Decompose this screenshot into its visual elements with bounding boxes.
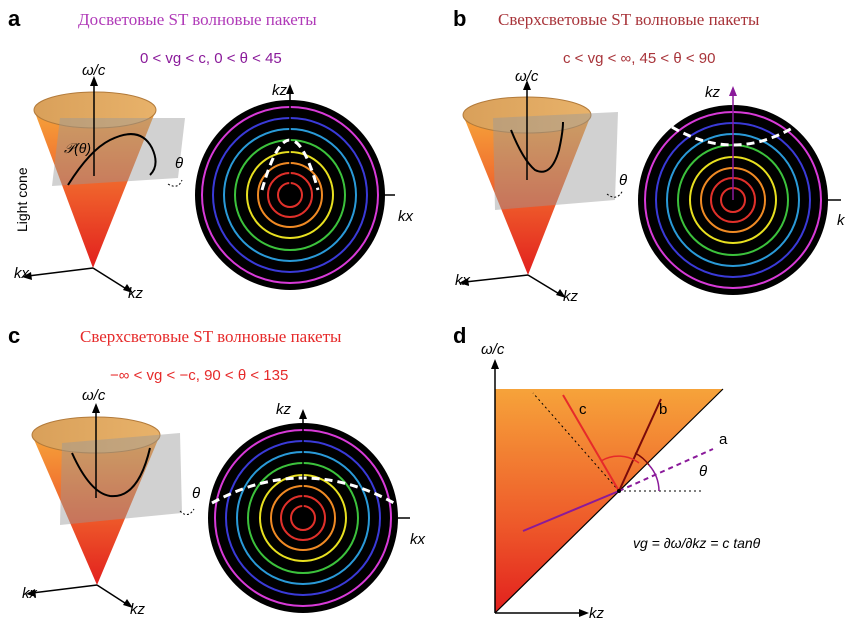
theta-label: θ — [192, 485, 201, 502]
line-a-label: a — [719, 431, 728, 448]
panel-d-figure — [491, 359, 724, 617]
panel-a-condition: 0 < vg < c, 0 < θ < 45 — [140, 50, 282, 67]
cone-kz-label: kz — [563, 288, 578, 305]
theta-label: θ — [699, 463, 708, 480]
disk-kz-label: kz — [272, 82, 287, 99]
disk-kz-label: kz — [705, 84, 720, 101]
light-cone-label: Light cone — [14, 167, 30, 232]
y-axis-label: ω/c — [481, 341, 505, 358]
theta-label: θ — [619, 172, 628, 189]
panel-c: c Сверхсветовые ST волновые пакеты −∞ < … — [0, 313, 425, 626]
curve-label: 𝒫(θ) — [64, 140, 92, 156]
panel-c-title: Сверхсветовые ST волновые пакеты — [80, 327, 342, 346]
cone-kz-label: kz — [128, 285, 143, 302]
cone-axis-label: ω/c — [82, 62, 106, 79]
disk-kz-label: kz — [276, 401, 291, 418]
cone-kx-label: kx — [14, 265, 29, 282]
panel-a-title: Досветовые ST волновые пакеты — [78, 10, 317, 29]
line-c — [562, 394, 620, 492]
cone-axis-label: ω/c — [515, 68, 539, 85]
theta-label: θ — [175, 155, 184, 172]
cone-axis-label: ω/c — [82, 387, 106, 404]
disk-kx-label: kx — [410, 531, 425, 548]
panel-b-figure — [459, 80, 841, 298]
panel-c-figure — [26, 403, 410, 613]
line-b — [618, 398, 662, 492]
panel-b: b Сверхсветовые ST волновые пакеты c < v… — [423, 0, 846, 313]
light-cone-shape — [34, 110, 156, 268]
line-b-label: b — [659, 401, 668, 418]
panel-b-label: b — [453, 6, 467, 31]
panel-b-condition: c < vg < ∞, 45 < θ < 90 — [563, 50, 716, 67]
panel-b-title: Сверхсветовые ST волновые пакеты — [498, 10, 760, 29]
line-a — [618, 448, 714, 492]
panel-d: d ω/c kz a b — [423, 313, 846, 626]
x-axis-label: kz — [589, 605, 604, 622]
cone-top — [33, 91, 157, 129]
intersection-curve — [67, 133, 157, 186]
disk-kx-label: kx — [398, 208, 413, 225]
panel-c-label: c — [8, 323, 21, 348]
line-c-label: c — [579, 401, 587, 418]
group-velocity-formula: vg = ∂ω/∂kz = c tanθ — [633, 535, 761, 551]
cone-kx-label: kx — [455, 272, 470, 289]
disk-kx-label: k — [837, 212, 845, 229]
panel-c-condition: −∞ < vg < −c, 90 < θ < 135 — [110, 367, 289, 384]
intersecting-plane — [52, 118, 185, 186]
panel-a: a Досветовые ST волновые пакеты 0 < vg <… — [0, 0, 423, 313]
cone-kz-label: kz — [130, 601, 145, 618]
cone-kx-label: kx — [22, 585, 37, 602]
panel-a-figure — [22, 76, 395, 293]
panel-a-label: a — [8, 6, 21, 31]
panel-d-label: d — [453, 323, 467, 348]
